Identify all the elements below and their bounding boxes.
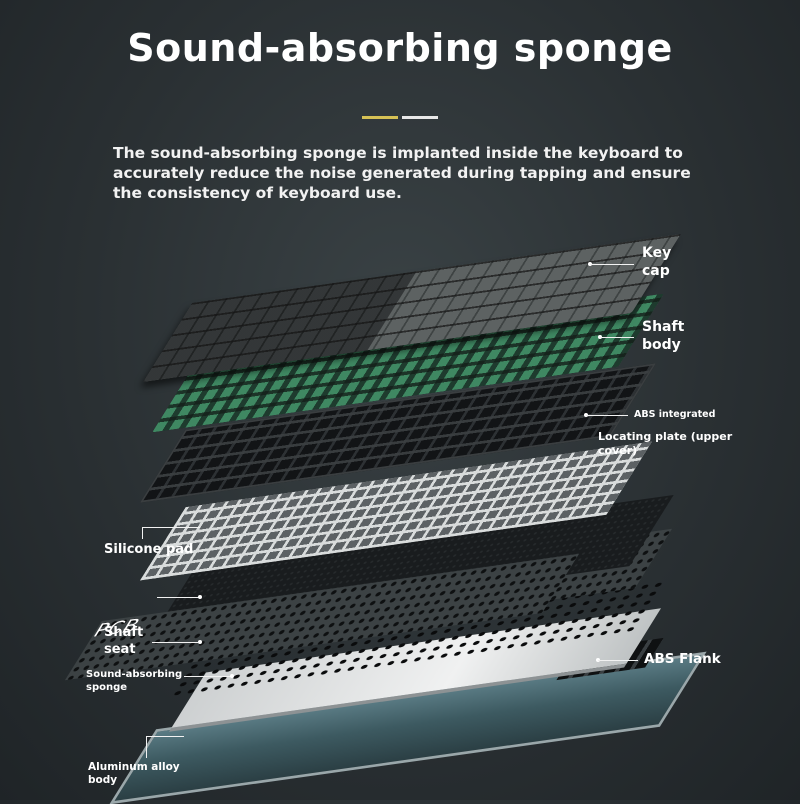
label-line: cover): [598, 444, 638, 457]
label-line: Key: [642, 245, 672, 261]
description-line: The sound-absorbing sponge is implanted …: [113, 144, 683, 162]
label-line: Shaft: [642, 319, 685, 335]
description-line: accurately reduce the noise generated du…: [113, 164, 691, 182]
leader-line: [146, 736, 147, 758]
label-sound-absorbing-sponge: Sound-absorbing sponge: [86, 668, 182, 694]
label-shaft-seat: Shaft seat: [104, 624, 143, 658]
label-line: sponge: [86, 682, 128, 693]
leader-dot: [198, 640, 202, 644]
description: The sound-absorbing sponge is implanted …: [113, 143, 693, 203]
leader-line: [152, 642, 198, 643]
label-abs-integrated: ABS integrated: [634, 409, 716, 420]
page-title: Sound-absorbing sponge: [127, 26, 673, 70]
leader-line: [184, 676, 232, 677]
leader-line: [590, 264, 634, 265]
leader-line: [586, 415, 628, 416]
accent-bar-white: [402, 116, 438, 119]
description-line: the consistency of keyboard use.: [113, 184, 402, 202]
leader-line: [146, 736, 184, 737]
label-locating-plate: Locating plate (upper cover): [598, 430, 732, 458]
label-line: body: [88, 774, 118, 786]
accent-bar-gold: [362, 116, 398, 119]
label-line: seat: [104, 642, 136, 657]
label-aluminum-alloy-body: Aluminum alloy body: [88, 761, 180, 787]
label-line: Locating plate (upper: [598, 430, 733, 443]
label-line: Shaft: [104, 625, 144, 640]
leader-line: [598, 660, 638, 661]
label-shaft-body: Shaft body: [642, 318, 684, 354]
leader-dot: [198, 595, 202, 599]
label-silicone-pad: Silicone pad: [104, 542, 194, 557]
leader-line: [142, 527, 143, 539]
leader-dot: [230, 674, 234, 678]
label-line: cap: [642, 263, 670, 279]
label-abs-flank: ABS Flank: [644, 651, 721, 667]
label-line: body: [642, 337, 681, 353]
leader-line: [600, 337, 634, 338]
label-key-cap: Key cap: [642, 244, 671, 280]
leader-line: [142, 527, 200, 528]
leader-line: [157, 597, 199, 598]
label-line: Sound-absorbing: [86, 669, 183, 680]
label-line: Aluminum alloy: [88, 761, 180, 773]
